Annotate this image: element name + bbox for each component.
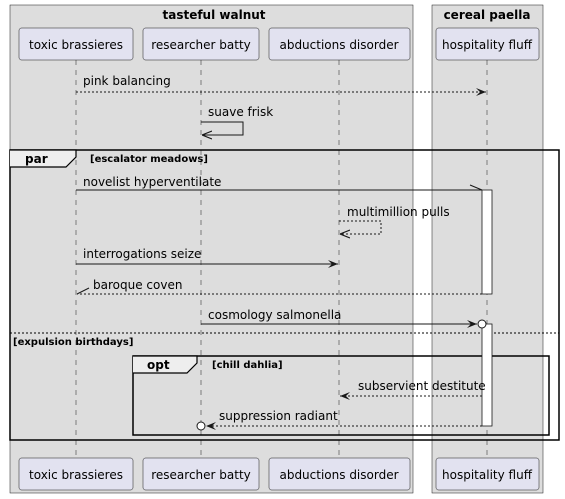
fragment-else-guard: [expulsion birthdays]: [13, 337, 133, 348]
participant-abductions-disorder-footer[interactable]: abductions disorder: [268, 457, 411, 491]
lost-message-circle-icon: [477, 319, 487, 329]
message-suave-frisk: suave frisk: [201, 105, 273, 135]
found-message-circle-icon: [196, 421, 206, 431]
message-suppression-radiant: suppression radiant: [196, 409, 482, 431]
message-multimillion-pulls: multimillion pulls: [339, 205, 450, 234]
participant-label: abductions disorder: [279, 468, 398, 482]
participant-hospitality-fluff[interactable]: hospitality fluff: [435, 27, 540, 61]
fragment-keyword: opt: [147, 358, 170, 372]
message-label: interrogations seize: [83, 247, 201, 261]
participant-toxic-brassieres-footer[interactable]: toxic brassieres: [18, 457, 134, 491]
message-label: novelist hyperventilate: [83, 175, 221, 189]
message-interrogations-seize: interrogations seize: [76, 247, 338, 268]
participant-researcher-batty[interactable]: researcher batty: [142, 27, 260, 61]
message-baroque-coven: baroque coven: [76, 278, 482, 295]
message-label: cosmology salmonella: [208, 308, 341, 322]
message-subservient-destitute: subservient destitute: [340, 379, 486, 400]
box-tasteful-walnut: tasteful walnut: [9, 4, 414, 494]
participant-label: hospitality fluff: [442, 468, 533, 482]
fragment-guard: [chill dahlia]: [212, 360, 283, 371]
participant-label: researcher batty: [151, 468, 251, 482]
box-title: cereal paella: [444, 8, 531, 22]
message-label: suppression radiant: [219, 409, 338, 423]
participant-abductions-disorder[interactable]: abductions disorder: [268, 27, 411, 61]
participant-label: researcher batty: [151, 38, 251, 52]
fragment-opt: opt [chill dahlia]: [132, 355, 550, 436]
participant-hospitality-fluff-footer[interactable]: hospitality fluff: [435, 457, 540, 491]
activation-bar: [481, 189, 493, 295]
message-pink-balancing: pink balancing: [76, 74, 486, 96]
participant-label: toxic brassieres: [29, 38, 123, 52]
message-label: pink balancing: [83, 74, 171, 88]
participant-label: hospitality fluff: [442, 38, 533, 52]
message-label: suave frisk: [208, 105, 273, 119]
message-label: subservient destitute: [358, 379, 486, 393]
fragment-guard: [escalator meadows]: [90, 154, 208, 165]
participant-label: abductions disorder: [279, 38, 398, 52]
message-label: baroque coven: [93, 278, 182, 292]
message-novelist-hyperventilate: novelist hyperventilate: [76, 175, 483, 191]
participant-researcher-batty-footer[interactable]: researcher batty: [142, 457, 260, 491]
activation-bar: [481, 323, 493, 427]
message-cosmology-salmonella: cosmology salmonella: [201, 308, 487, 329]
message-label: multimillion pulls: [347, 205, 450, 219]
fragment-par: par [escalator meadows] [expulsion birth…: [9, 149, 560, 441]
participant-label: toxic brassieres: [29, 468, 123, 482]
box-title: tasteful walnut: [162, 8, 265, 22]
fragment-keyword: par: [25, 152, 48, 166]
participant-toxic-brassieres[interactable]: toxic brassieres: [18, 27, 134, 61]
